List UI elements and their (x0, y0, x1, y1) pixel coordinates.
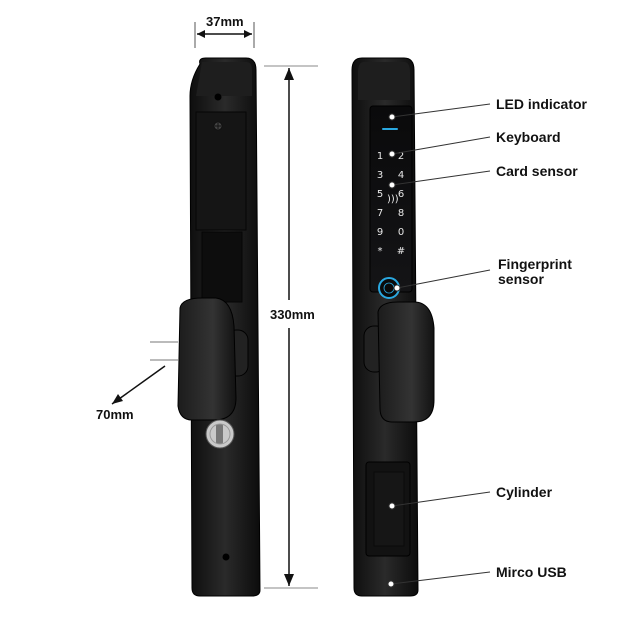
keypad-key: 0 (398, 227, 404, 238)
lock-back-view (177, 57, 261, 597)
keypad-key: 3 (377, 170, 383, 181)
handle-back (177, 297, 237, 421)
keypad-key: 8 (398, 208, 404, 219)
callout-dot-usb (387, 580, 395, 588)
label-fingerprint-line2: sensor (498, 271, 544, 287)
width-dimension (194, 22, 255, 48)
label-card-sensor: Card sensor (496, 163, 578, 179)
keypad-keys: 1 2 3 4 5 6 7 8 9 0 * # (377, 151, 405, 257)
keypad-key: * (378, 246, 383, 257)
keypad-key: 7 (377, 208, 383, 219)
label-micro-usb: Mirco USB (496, 564, 567, 580)
card-icon: ))) (387, 194, 399, 205)
callouts (387, 103, 491, 588)
handle-front (377, 301, 435, 423)
keypad-key: 5 (377, 189, 383, 200)
lock-front-view: 1 2 3 4 5 6 7 8 9 0 * # ))) (351, 57, 435, 597)
led-bar (382, 128, 398, 130)
callout-dot-fingerprint (393, 284, 401, 292)
callout-dot-card (388, 181, 396, 189)
label-led-indicator: LED indicator (496, 96, 588, 112)
height-dimension (264, 65, 318, 589)
keypad-key: 1 (377, 151, 383, 162)
keypad-key: # (397, 246, 405, 257)
mounting-hole-bottom (222, 553, 230, 561)
keypad-key: 2 (398, 151, 404, 162)
callout-dot-keyboard (388, 150, 396, 158)
label-fingerprint-line1: Fingerprint (498, 256, 572, 272)
depth-dimension (111, 341, 178, 405)
width-label: 37mm (206, 14, 244, 29)
callout-dot-cylinder (388, 502, 396, 510)
height-label: 330mm (270, 307, 315, 322)
mounting-hole-top (214, 93, 222, 101)
depth-label: 70mm (96, 407, 134, 422)
label-keyboard: Keyboard (496, 129, 561, 145)
keypad-key: 9 (377, 227, 383, 238)
label-cylinder: Cylinder (496, 484, 553, 500)
keypad-key: 6 (398, 189, 404, 200)
keypad-key: 4 (398, 170, 404, 181)
callout-dot-led (388, 113, 396, 121)
